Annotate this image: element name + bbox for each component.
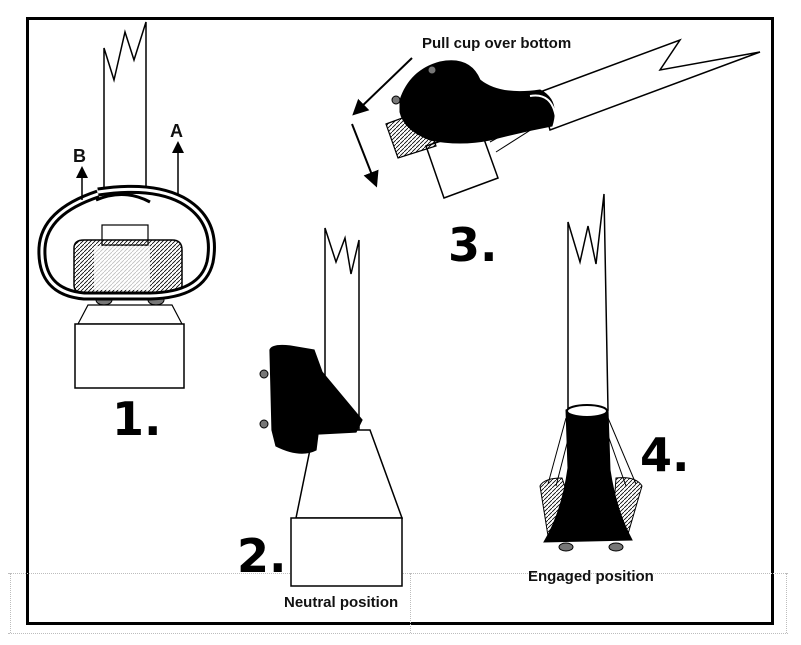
step-number-4: 4. [640,428,690,482]
step-number-3: 3. [448,218,498,272]
step-number-2: 2. [237,529,287,583]
step-number-1: 1. [112,392,162,446]
figure-2-neutral-position [259,227,404,587]
guide-line [10,573,11,633]
figure-3-pull-cup [351,38,761,199]
caption-pull-cup: Pull cup over bottom [422,35,572,52]
caption-engaged-position: Engaged position [528,568,654,585]
guide-line [786,573,787,633]
caption-neutral-position: Neutral position [284,594,399,611]
guide-line [8,633,788,634]
arrow-label-b: B [73,146,86,166]
guide-line [410,573,411,633]
figure-1-cane-tip-with-band [37,21,216,389]
figure-4-engaged-position [539,193,643,552]
diagram-frame [26,17,774,625]
arrow-label-a: A [170,121,183,141]
